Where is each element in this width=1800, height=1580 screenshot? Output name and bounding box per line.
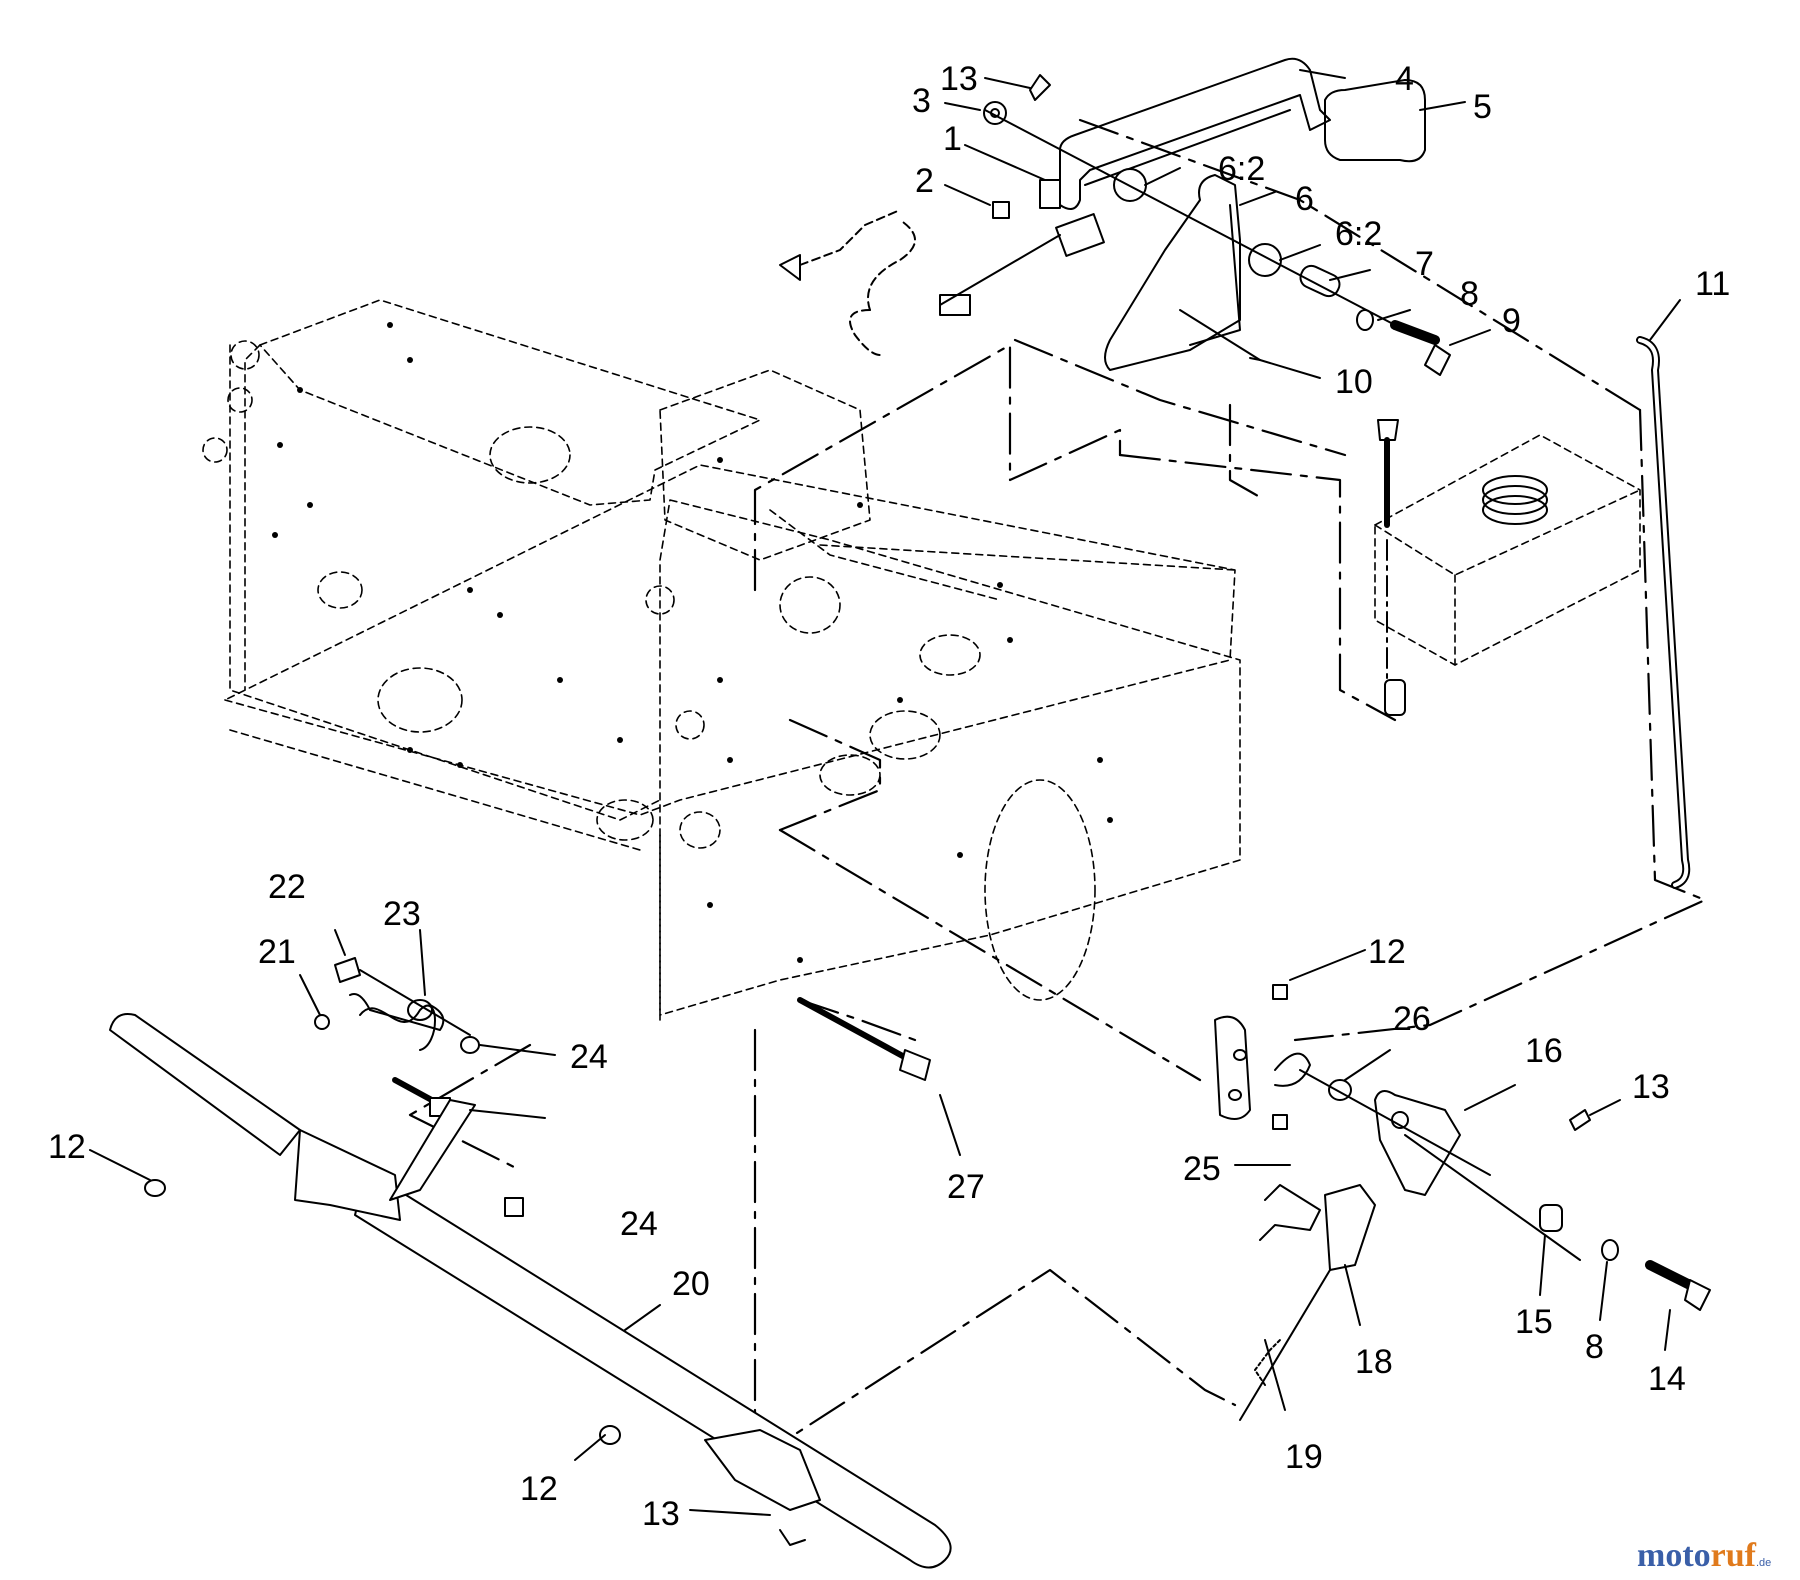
callout-12-left: 12 xyxy=(48,1128,86,1166)
transmission-housing xyxy=(202,299,1241,1021)
callout-24-upper: 24 xyxy=(570,1038,608,1076)
callout-27: 27 xyxy=(947,1168,985,1206)
housing-dot-pattern xyxy=(272,322,1113,963)
svg-text:motoruf.de: motoruf.de xyxy=(1637,1537,1771,1574)
watermark-logo: motoruf.de xyxy=(1637,1537,1771,1574)
fuel-cap xyxy=(1482,475,1548,525)
callout-21: 21 xyxy=(258,933,296,971)
callout-leaders xyxy=(89,69,1681,1516)
callout-22: 22 xyxy=(268,868,306,906)
callout-24-lower: 24 xyxy=(620,1205,658,1243)
callout-3: 3 xyxy=(912,82,931,120)
callout-13-bottom: 13 xyxy=(642,1495,680,1533)
callout-12-right: 12 xyxy=(1368,933,1406,971)
callout-13-top: 13 xyxy=(940,60,978,98)
callout-2: 2 xyxy=(915,162,934,200)
callout-8-top: 8 xyxy=(1460,275,1479,313)
callout-15: 15 xyxy=(1515,1303,1553,1341)
watermark-ruf: ruf xyxy=(1711,1537,1757,1574)
callout-26: 26 xyxy=(1393,1000,1431,1038)
brake-bracket-assembly xyxy=(1214,984,1711,1421)
callout-23: 23 xyxy=(383,895,421,933)
bolt-27 xyxy=(797,997,931,1081)
callout-25: 25 xyxy=(1183,1150,1221,1188)
callout-5: 5 xyxy=(1473,88,1492,126)
callout-9: 9 xyxy=(1502,302,1521,340)
callout-11: 11 xyxy=(1695,265,1730,303)
callout-8-bottom: 8 xyxy=(1585,1328,1604,1366)
fuel-tank xyxy=(1374,434,1641,666)
callout-6: 6 xyxy=(1295,180,1314,218)
callout-1: 1 xyxy=(943,120,962,158)
callout-19: 19 xyxy=(1285,1438,1323,1476)
linkage-rod xyxy=(1636,336,1691,889)
callout-14: 14 xyxy=(1648,1360,1686,1398)
callout-12-bottom: 12 xyxy=(520,1470,558,1508)
watermark-suffix: .de xyxy=(1756,1557,1771,1569)
callout-labels: 13 3 4 5 1 6:2 2 6 6:2 7 8 9 10 11 22 23… xyxy=(48,60,1730,1533)
callout-7: 7 xyxy=(1415,245,1434,283)
assembly-centerlines xyxy=(408,118,1707,1462)
callout-13-right: 13 xyxy=(1632,1068,1670,1106)
callout-6-2-lower: 6:2 xyxy=(1335,215,1382,253)
callout-16: 16 xyxy=(1525,1032,1563,1070)
tank-bolt xyxy=(1377,419,1406,716)
watermark-moto: moto xyxy=(1637,1537,1711,1574)
callout-6-2-upper: 6:2 xyxy=(1218,150,1265,188)
callout-4: 4 xyxy=(1395,60,1414,98)
callout-18: 18 xyxy=(1355,1343,1393,1381)
callout-10: 10 xyxy=(1335,363,1373,401)
brake-pedal-shaft xyxy=(109,1013,952,1569)
callout-20: 20 xyxy=(672,1265,710,1303)
control-lever-assembly xyxy=(779,57,1451,376)
